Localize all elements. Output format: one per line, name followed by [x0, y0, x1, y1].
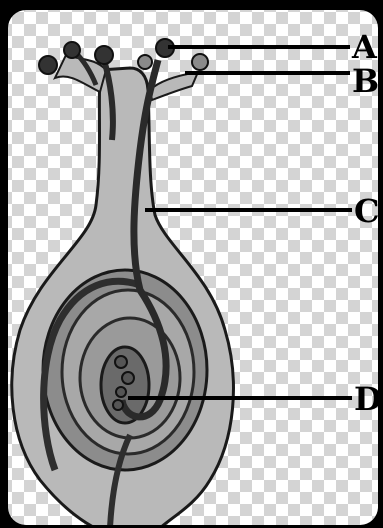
- pollen-grain: [39, 56, 57, 74]
- pollen-grain: [192, 54, 208, 70]
- label-a: A: [351, 28, 378, 66]
- antipodal-cell: [113, 400, 123, 410]
- egg-cell: [122, 372, 134, 384]
- label-b: B: [352, 62, 379, 100]
- label-c: C: [354, 192, 379, 230]
- pollen-grain: [64, 42, 80, 58]
- pollen-grain: [138, 55, 152, 69]
- pollen-grain: [95, 46, 113, 64]
- polar-nucleus: [116, 387, 126, 397]
- label-d: D: [354, 380, 382, 418]
- synergid-cell: [115, 356, 127, 368]
